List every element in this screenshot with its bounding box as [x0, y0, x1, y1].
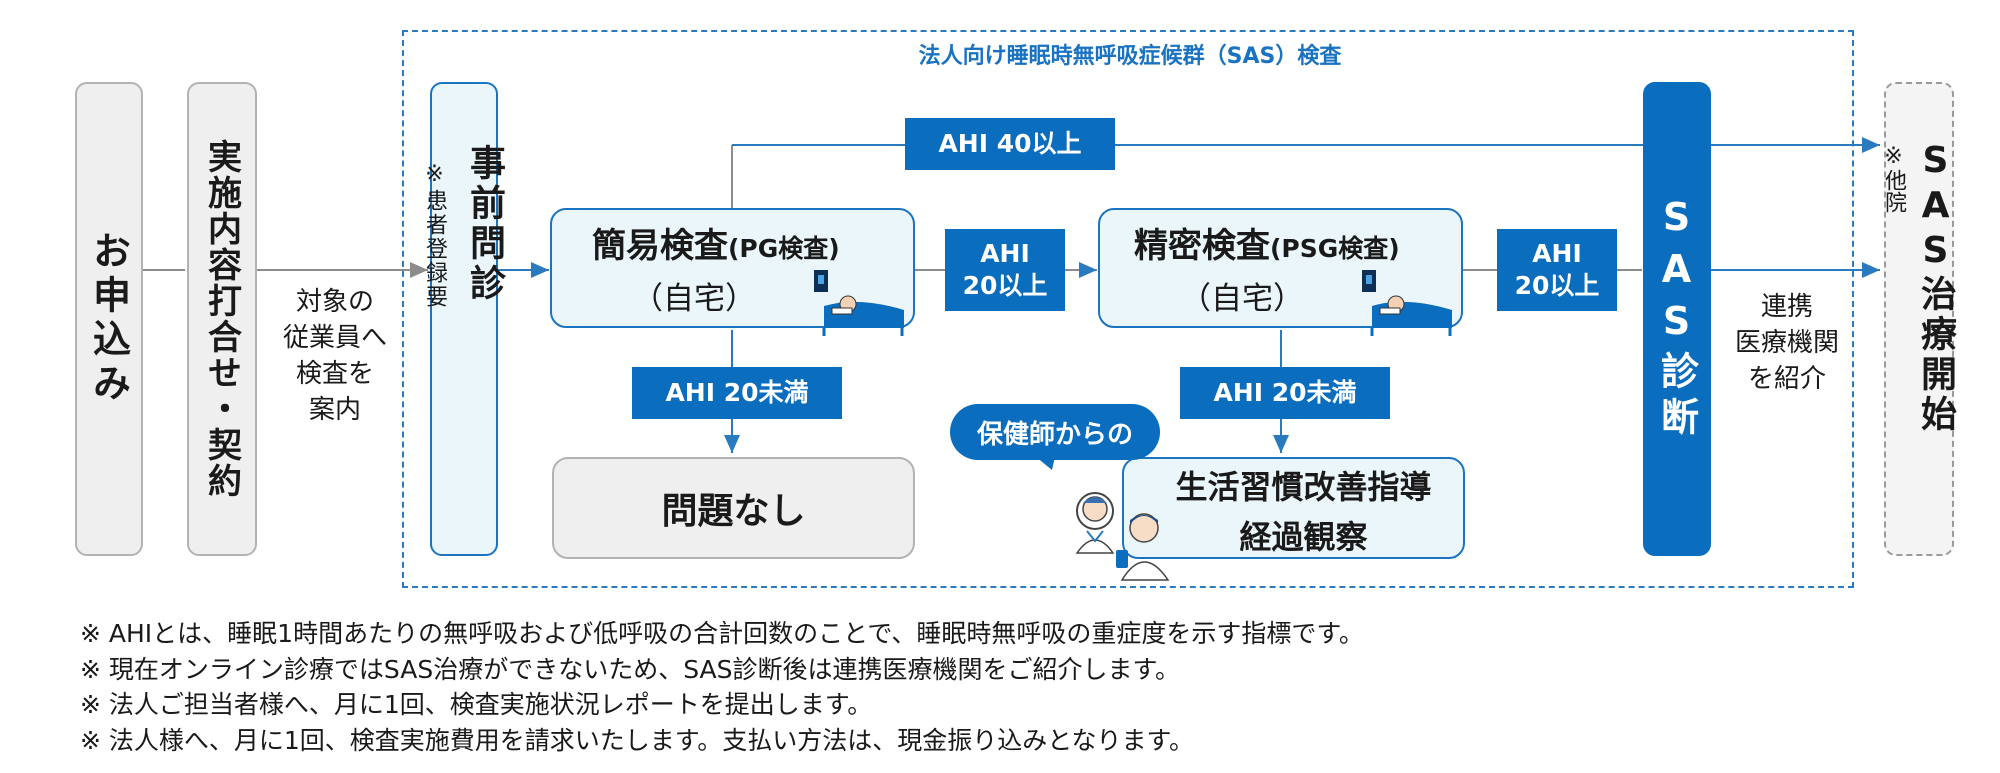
sas-test-frame [402, 30, 1854, 588]
guide-text: 対象の 従業員へ 検査を 案内 [270, 285, 400, 429]
footnotes: ※ AHIとは、睡眠1時間あたりの無呼吸および低呼吸の合計回数のことで、睡眠時無… [80, 616, 1980, 758]
footnote-1: ※ AHIとは、睡眠1時間あたりの無呼吸および低呼吸の合計回数のことで、睡眠時無… [80, 619, 1364, 648]
apply-step: お申込み [75, 82, 143, 556]
guidance-line-2: 経過観察 [1239, 518, 1368, 556]
footnote-4: ※ 法人様へ、月に1回、検査実施費用を請求いたします。支払い方法は、現金振り込み… [80, 725, 1195, 755]
treatment-step: SAS治療開始 ※他院 [1881, 82, 1956, 556]
patient-phone-icon [1116, 513, 1170, 581]
tag-ahi-under-simple: AHI 20未満 [632, 367, 842, 419]
guide-line-4: 案内 [308, 394, 361, 425]
guide-line-3: 検査を [295, 358, 374, 389]
simple-test-title: 簡易検査(PG検査) [592, 226, 840, 266]
frame-title: 法人向け睡眠時無呼吸症候群（SAS）検査 [870, 38, 1390, 70]
detailed-test-sub: （自宅） [1180, 281, 1304, 317]
referral-line-3: を紹介 [1747, 363, 1826, 394]
pre-interview-label: 事前問診 [464, 144, 505, 304]
detailed-test-title: 精密検査(PSG検査) [1134, 226, 1400, 266]
simple-test-sub: （自宅） [632, 281, 756, 317]
simple-test-box: 簡易検査(PG検査) （自宅） [550, 208, 915, 328]
contract-step: 実施内容打合せ・契約 [187, 82, 257, 556]
tag-ahi40: AHI 40以上 [905, 118, 1115, 170]
referral-line-1: 連携 [1760, 292, 1813, 322]
guidance-line-1: 生活習慣改善指導 [1175, 468, 1432, 506]
no-problem-box: 問題なし [552, 457, 915, 559]
referral-text: 連携 医療機関 を紹介 [1722, 290, 1852, 398]
guidance-bubble: 保健師からの [950, 404, 1160, 460]
sas-diagnosis-step: SAS診断 [1643, 82, 1711, 556]
nurse-icon [1075, 492, 1115, 554]
sas-diagnosis-label: SAS診断 [1654, 195, 1699, 443]
bed-sleeping-icon-2 [1362, 270, 1452, 336]
treatment-label: SAS治療開始 [1915, 140, 1956, 435]
apply-label: お申込み [86, 231, 131, 407]
footnote-3: ※ 法人ご担当者様へ、月に1回、検査実施状況レポートを提出します。 [80, 690, 873, 719]
treatment-note: ※他院 [1881, 144, 1906, 213]
guide-line-1: 対象の [295, 287, 374, 317]
footnote-2: ※ 現在オンライン診療ではSAS治療ができないため、SAS診断後は連携医療機関を… [80, 654, 1181, 684]
pre-interview-note: ※患者登録要 [422, 162, 447, 309]
contract-label: 実施内容打合せ・契約 [201, 139, 242, 499]
bubble-tail-icon [1030, 452, 1056, 470]
guidance-box: 生活習慣改善指導 経過観察 [1122, 457, 1465, 559]
tag-ahi-under-detailed: AHI 20未満 [1180, 367, 1390, 419]
bed-sleeping-icon [814, 270, 904, 336]
referral-line-2: 医療機関 [1734, 327, 1839, 358]
pre-interview-step: 事前問診 ※患者登録要 [422, 82, 505, 556]
guide-line-2: 従業員へ [282, 322, 387, 353]
detailed-test-box: 精密検査(PSG検査) （自宅） [1098, 208, 1463, 328]
